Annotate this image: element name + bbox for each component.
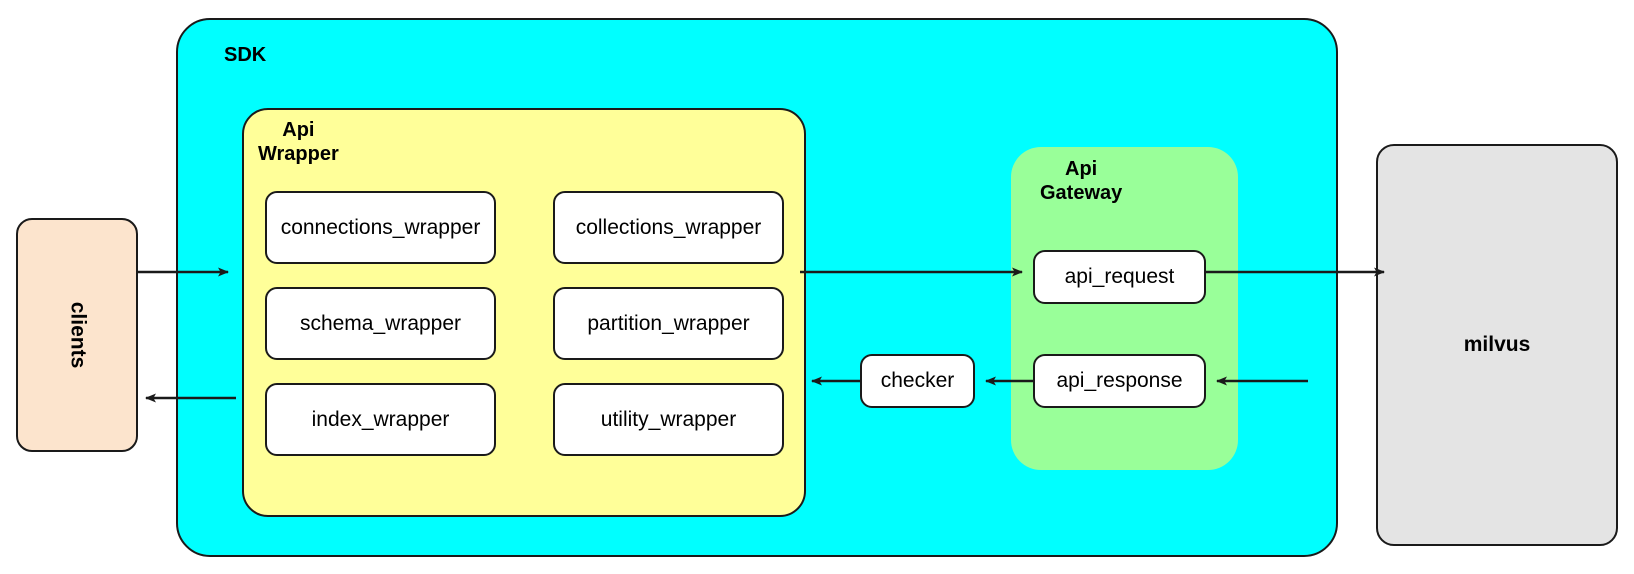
node-utility-wrapper[interactable]: utility_wrapper	[553, 383, 784, 456]
api-wrapper-label: Api Wrapper	[258, 119, 339, 165]
api-gateway-label: Api Gateway	[1040, 158, 1123, 204]
node-connections-wrapper[interactable]: connections_wrapper	[265, 191, 496, 264]
clients-label: clients	[66, 301, 89, 369]
node-clients[interactable]: clients	[16, 218, 138, 452]
node-collections-wrapper[interactable]: collections_wrapper	[553, 191, 784, 264]
node-api-request[interactable]: api_request	[1033, 250, 1206, 304]
sdk-label: SDK	[224, 44, 267, 66]
node-schema-wrapper[interactable]: schema_wrapper	[265, 287, 496, 360]
api-gateway-container[interactable]: Api Gateway	[1011, 147, 1238, 470]
node-index-wrapper[interactable]: index_wrapper	[265, 383, 496, 456]
node-partition-wrapper[interactable]: partition_wrapper	[553, 287, 784, 360]
node-checker[interactable]: checker	[860, 354, 975, 408]
node-milvus[interactable]: milvus	[1376, 144, 1618, 546]
node-api-response[interactable]: api_response	[1033, 354, 1206, 408]
